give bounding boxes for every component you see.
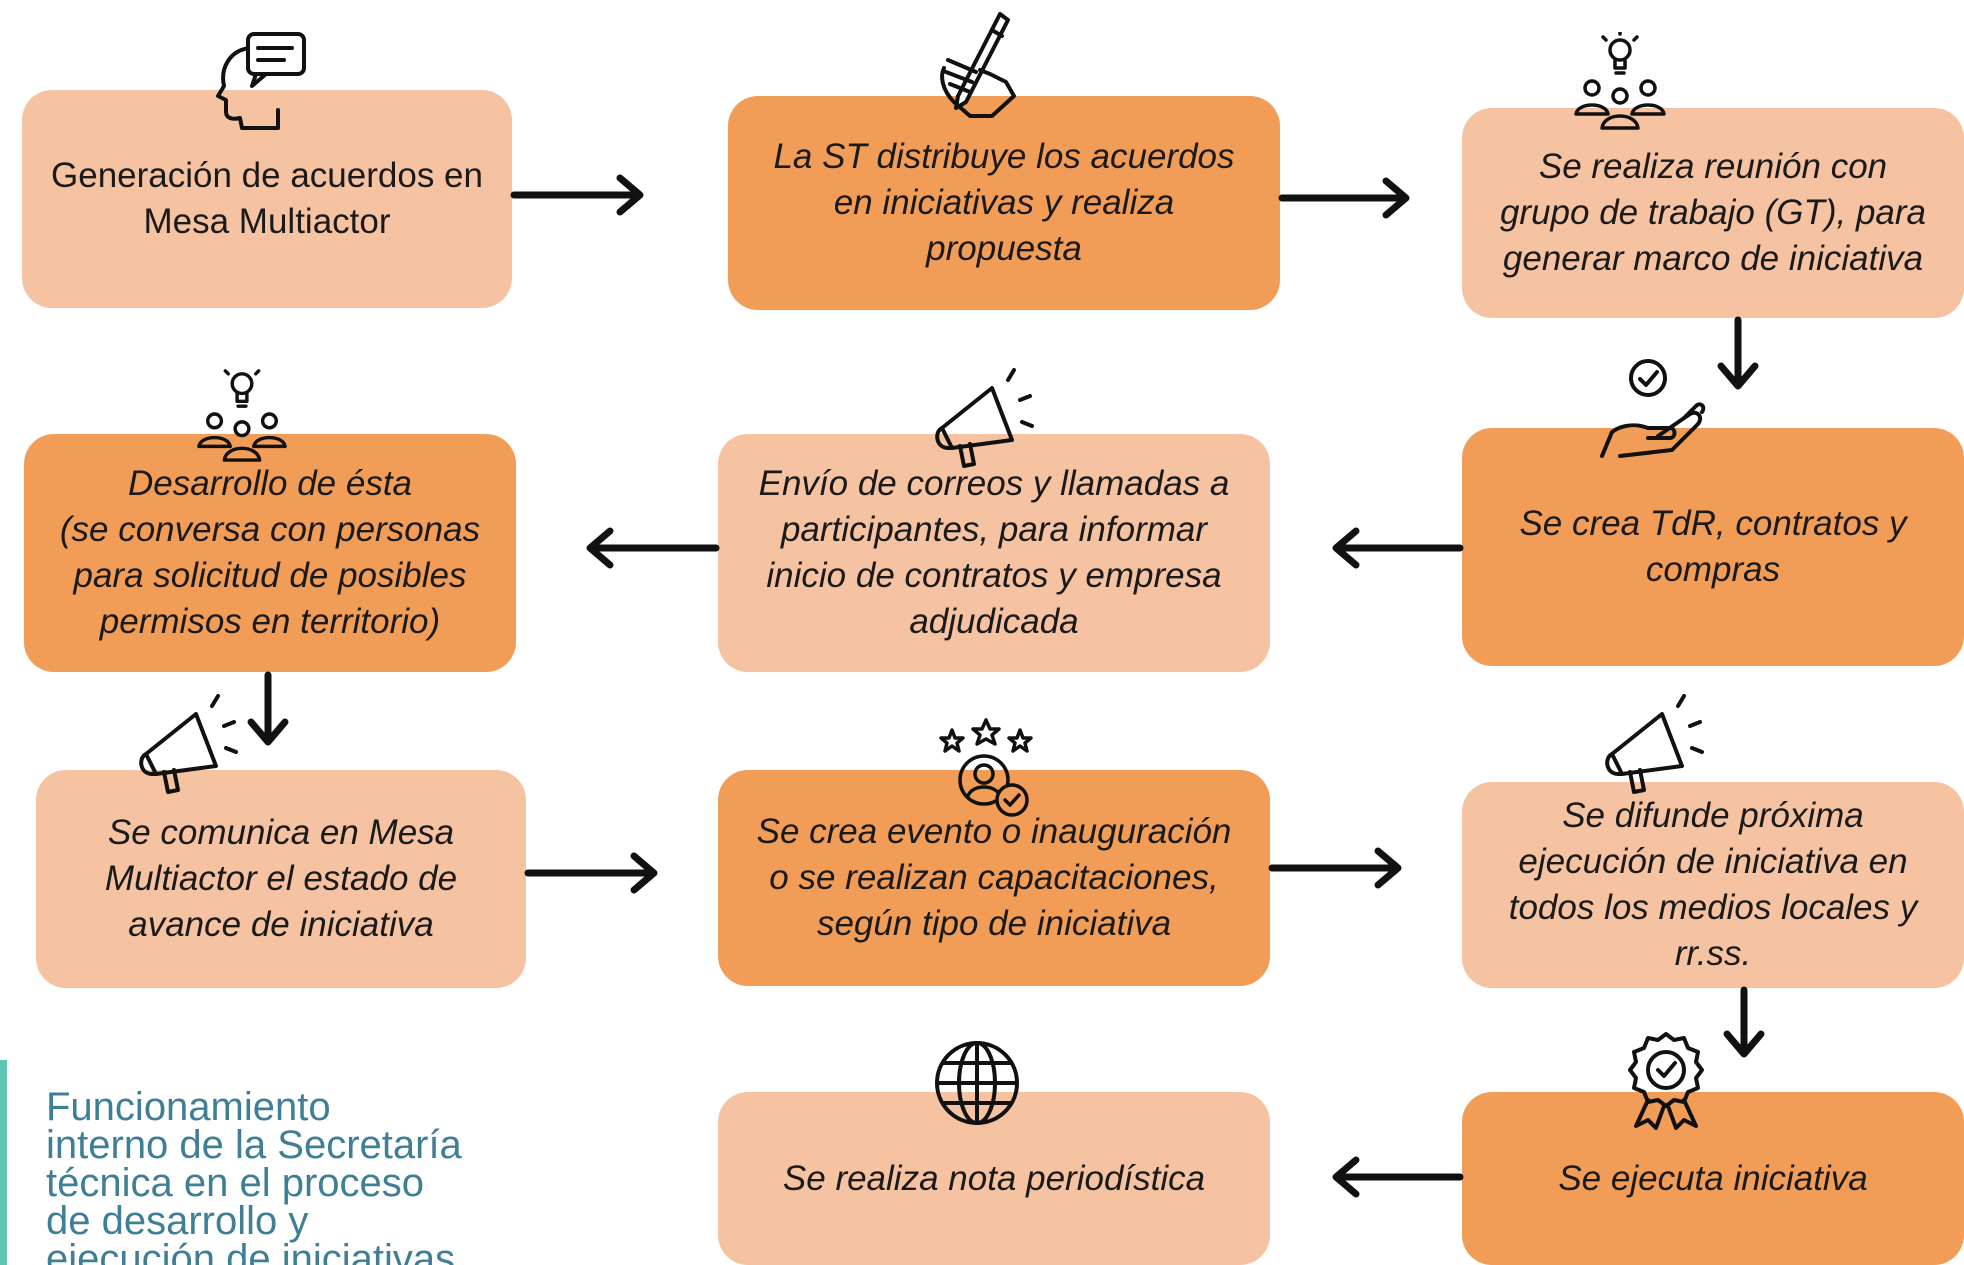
step-desarrollo: Desarrollo de ésta (se conversa con pers…: [24, 434, 516, 672]
arrow-right-icon: [1268, 847, 1402, 889]
award-ribbon-icon: [1624, 1030, 1708, 1130]
arrow-left-icon: [1332, 527, 1464, 569]
arrow-down-icon: [247, 671, 289, 746]
head-speech-bubble-icon: [212, 30, 312, 130]
arrow-left-icon: [586, 527, 720, 569]
step-ejecuta-iniciativa: Se ejecuta iniciativa: [1462, 1092, 1964, 1265]
step-text: Se comunica en Mesa Multiactor el estado…: [104, 813, 458, 944]
arrow-down-icon: [1723, 986, 1765, 1058]
megaphone-icon: [930, 366, 1040, 470]
step-envio-correos: Envío de correos y llamadas a participan…: [718, 434, 1270, 672]
step-text: Se realiza nota periodística: [782, 1158, 1206, 1198]
step-text: Se realiza reunión con grupo de trabajo …: [1499, 147, 1927, 278]
arrow-right-icon: [1278, 177, 1410, 219]
hand-holding-pencil-icon: [930, 10, 1030, 122]
arrow-right-icon: [510, 174, 644, 216]
step-text: Envío de correos y llamadas a participan…: [758, 464, 1230, 641]
step-reunion-gt: Se realiza reunión con grupo de trabajo …: [1462, 108, 1964, 318]
step-crea-tdr: Se crea TdR, contratos y compras: [1462, 428, 1964, 666]
team-idea-lightbulb-icon: [1572, 32, 1668, 132]
step-st-distribuye: La ST distribuye los acuerdos en iniciat…: [728, 96, 1280, 310]
step-text: Desarrollo de ésta (se conversa con pers…: [59, 464, 481, 641]
megaphone-icon: [134, 692, 244, 796]
step-text: Se difunde próxima ejecución de iniciati…: [1508, 796, 1918, 973]
hand-with-checkmark-icon: [1600, 358, 1710, 462]
step-text: Se crea TdR, contratos y compras: [1519, 504, 1907, 589]
step-text: La ST distribuye los acuerdos en iniciat…: [773, 137, 1235, 268]
figure-caption: Funcionamiento interno de la Secretaría …: [46, 1088, 462, 1265]
person-with-stars-icon: [934, 718, 1044, 822]
step-text: Se crea evento o inauguración o se reali…: [756, 812, 1232, 943]
globe-icon: [932, 1038, 1022, 1128]
megaphone-icon: [1600, 692, 1710, 796]
step-difunde-ejecucion: Se difunde próxima ejecución de iniciati…: [1462, 782, 1964, 988]
step-crea-evento: Se crea evento o inauguración o se reali…: [718, 770, 1270, 986]
step-text: Se ejecuta iniciativa: [1558, 1158, 1868, 1198]
arrow-down-icon: [1717, 316, 1759, 390]
caption-accent-bar: [0, 1060, 7, 1265]
arrow-left-icon: [1332, 1156, 1464, 1198]
step-comunica-mesa: Se comunica en Mesa Multiactor el estado…: [36, 770, 526, 988]
arrow-right-icon: [524, 852, 658, 894]
step-text: Generación de acuerdos en Mesa Multiacto…: [51, 156, 483, 241]
team-idea-lightbulb-icon: [194, 366, 290, 464]
